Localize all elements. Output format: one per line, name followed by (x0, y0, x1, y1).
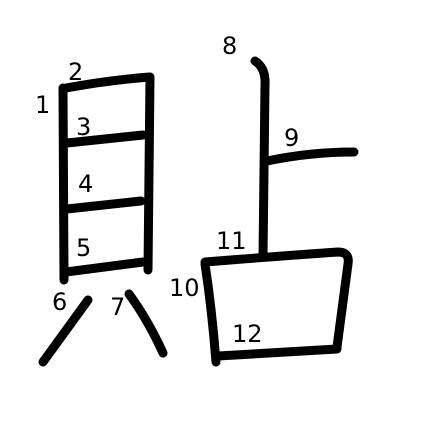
stroke-number-10: 10 (169, 274, 200, 302)
stroke-number-4: 4 (78, 170, 93, 198)
stroke-number-11: 11 (216, 227, 247, 255)
stroke-7 (124, 289, 168, 358)
stroke-8 (250, 56, 270, 262)
stroke-2 (61, 72, 155, 275)
stroke-6 (38, 295, 93, 367)
stroke-number-9: 9 (284, 124, 299, 152)
stroke-number-8: 8 (222, 32, 237, 60)
stroke-number-3: 3 (76, 113, 91, 141)
stroke-number-5: 5 (76, 234, 91, 262)
stroke-11 (200, 247, 353, 352)
stroke-3 (62, 130, 148, 148)
stroke-12 (213, 344, 342, 361)
stroke-1 (58, 83, 69, 285)
stroke-number-1: 1 (35, 91, 50, 119)
stroke-5 (61, 257, 148, 277)
stroke-number-2: 2 (68, 58, 83, 86)
stroke-number-6: 6 (52, 288, 67, 316)
stroke-number-12: 12 (232, 320, 263, 348)
stroke-number-7: 7 (110, 293, 125, 321)
stroke-4 (62, 196, 146, 214)
stroke-10 (200, 259, 221, 367)
stroke-9 (262, 147, 359, 166)
